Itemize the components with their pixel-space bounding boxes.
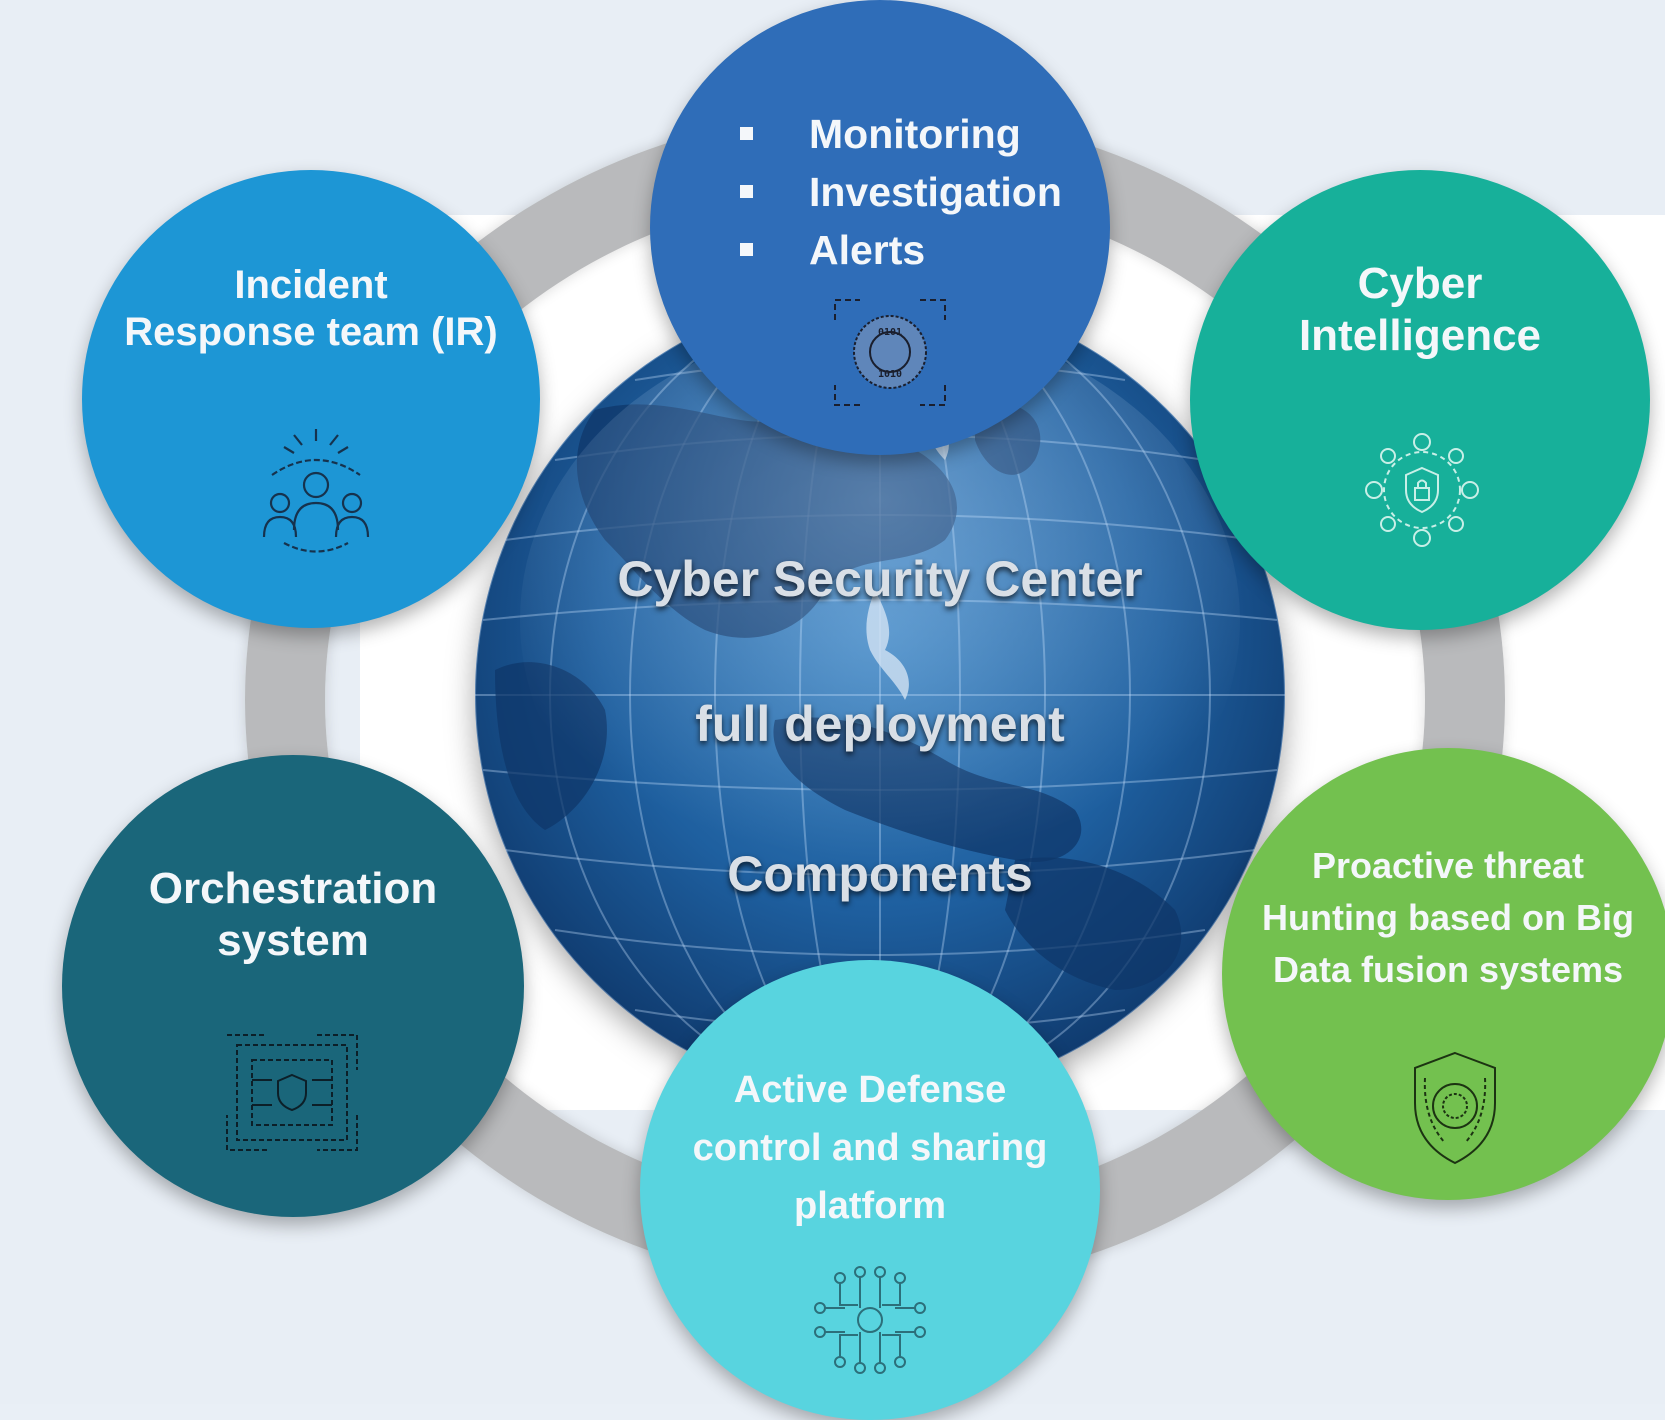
network-shield-icon [1365,433,1479,547]
node-active-defense: Active Defense control and sharing platf… [640,960,1100,1420]
node-incident-response: Incident Response team (IR) [82,170,540,628]
bullet-icon [740,242,753,256]
bullet-icon [740,126,753,140]
globe: Cyber Security Center full deployment Co… [475,290,1285,1100]
list-item: Investigation [740,163,1062,221]
data-security-scan-icon: 0101 1010 [834,299,946,406]
list-item: Alerts [740,221,1062,279]
center-title-line1: Cyber Security Center [617,551,1143,607]
active-defense-title: Active Defense control and sharing platf… [692,1069,1048,1227]
globe-grid-icon [475,290,1285,1100]
orchestration-title: Orchestration system [148,864,438,965]
threat-hunting-title: Proactive threat Hunting based on Big Da… [1262,845,1634,991]
node-orchestration: Orchestration system [62,755,524,1217]
monitoring-bullet-list: Monitoring Investigation Alerts [740,105,1062,279]
circuit-nodes-icon [814,1266,926,1374]
incident-response-title: Incident Response team (IR) [124,263,498,355]
bullet-icon [740,184,753,198]
node-threat-hunting: Proactive threat Hunting based on Big Da… [1222,748,1665,1200]
svg-text:1010: 1010 [878,369,902,380]
node-cyber-intelligence: Cyber Intelligence [1190,170,1650,630]
list-item: Monitoring [740,105,1062,163]
svg-text:0101: 0101 [878,327,902,338]
center-title-line3: Components [727,846,1033,902]
node-monitoring: Monitoring Investigation Alerts 0101 101… [650,0,1110,455]
cyber-intelligence-title: Cyber Intelligence [1298,259,1542,360]
circuit-board-icon [226,1034,358,1151]
shield-chip-icon [1414,1051,1496,1165]
center-title-line2: full deployment [695,696,1065,752]
team-response-icon [262,429,370,553]
